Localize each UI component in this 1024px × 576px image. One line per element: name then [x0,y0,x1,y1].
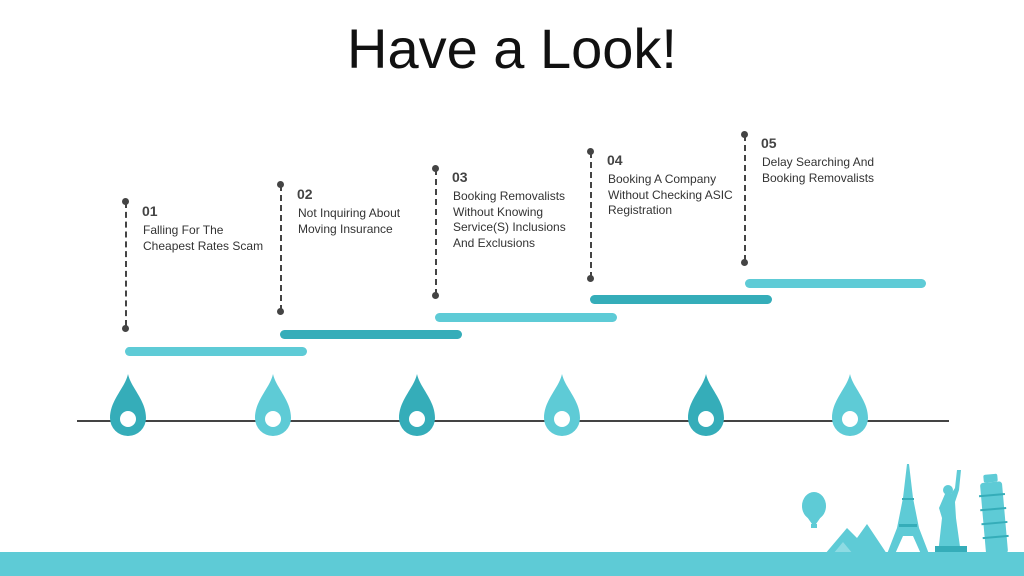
stem-line [125,202,127,326]
map-pin-icon [110,374,146,436]
step-text: Not Inquiring About Moving Insurance [298,206,401,236]
step-number: 03 [452,169,468,185]
step-number: 05 [761,135,777,151]
hot-air-balloon-icon [802,492,826,528]
map-pin-icon [255,374,291,436]
stem-bottom-dot [277,308,284,315]
stem-bottom-dot [741,259,748,266]
map-pin-icon [688,374,724,436]
eiffel-tower-icon [887,464,929,554]
stem-line [280,185,282,311]
step-bar [280,330,462,339]
stem-top-dot [432,165,439,172]
step-bar [590,295,772,304]
step-number: 04 [607,152,623,168]
step-number: 02 [297,186,313,202]
statue-of-liberty-icon [935,470,967,554]
stem-bottom-dot [587,275,594,282]
landmarks-illustration [802,464,1009,555]
map-pin-icon [832,374,868,436]
step-bar [745,279,926,288]
timeline-axis [77,420,949,422]
stem-bottom-dot [122,325,129,332]
step-text: Falling For The Cheapest Rates Scam [143,223,264,253]
step-text: Booking Removalists Without Knowing Serv… [453,189,566,250]
step-text: Delay Searching And Booking Removalists [762,155,875,185]
stem-line [590,152,592,278]
stem-top-dot [277,181,284,188]
footer-band [0,552,1024,576]
step-bar [435,313,617,322]
stem-line [435,169,437,295]
map-pin-icon [544,374,580,436]
leaning-tower-icon [978,473,1009,555]
step-bar [125,347,307,356]
stem-line [744,135,746,261]
stem-bottom-dot [432,292,439,299]
step-number: 01 [142,203,158,219]
step-text: Booking A Company Without Checking ASIC … [608,172,733,217]
stem-top-dot [122,198,129,205]
stem-top-dot [587,148,594,155]
map-pin-icon [399,374,435,436]
stem-top-dot [741,131,748,138]
page-title: Have a Look! [347,17,677,80]
